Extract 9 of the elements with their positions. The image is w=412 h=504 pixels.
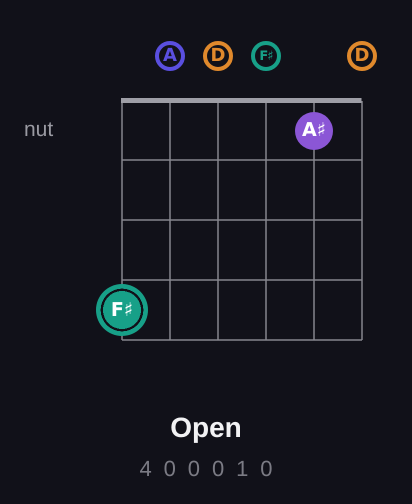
open-string-marker: A — [155, 41, 185, 71]
nut-label: nut — [24, 119, 54, 140]
finger-dot: A♯ — [295, 112, 333, 150]
open-string-marker: D — [203, 41, 233, 71]
root-finger-dot: F♯ — [96, 284, 148, 336]
open-string-marker: D — [347, 41, 377, 71]
fingering-numbers: 4 0 0 0 1 0 — [138, 458, 276, 480]
open-string-marker: F♯ — [251, 41, 281, 71]
chord-title: Open — [170, 414, 242, 442]
